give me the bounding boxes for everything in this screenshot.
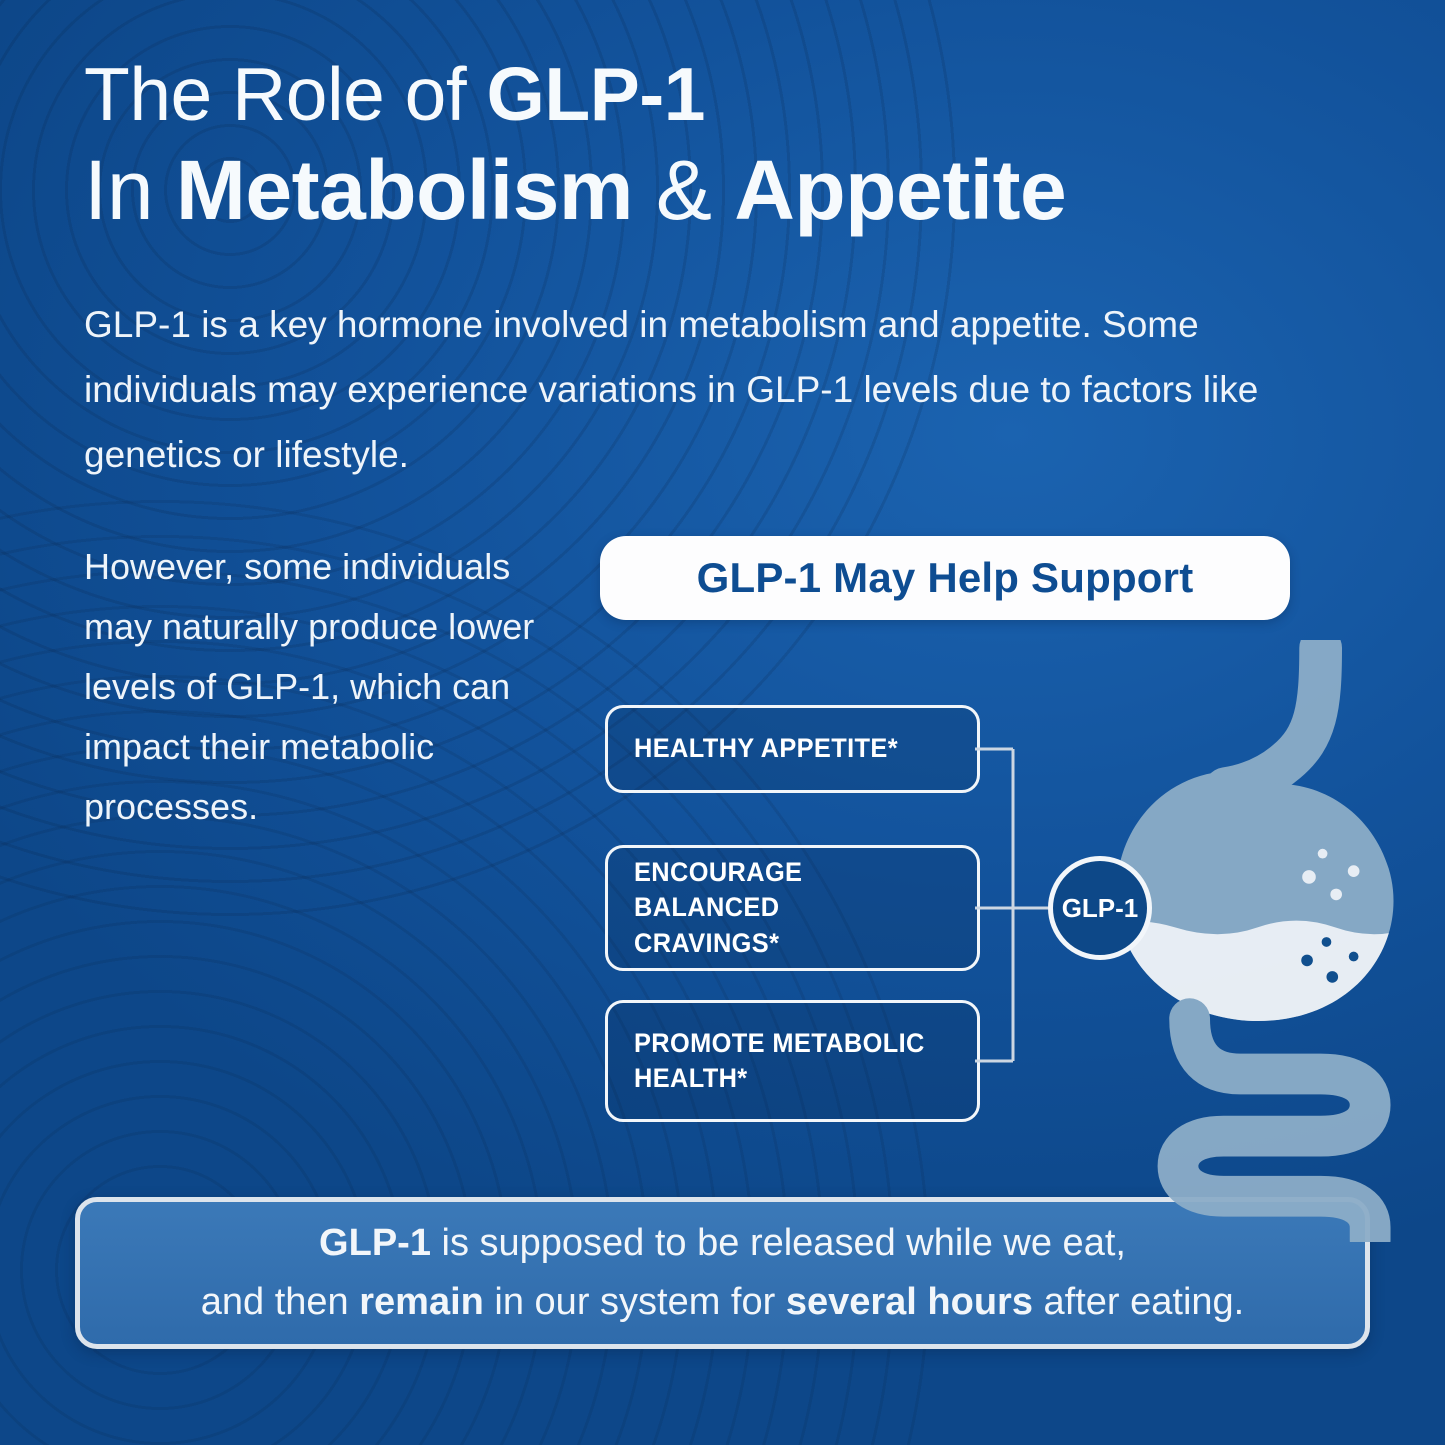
intro-paragraph: GLP-1 is a key hormone involved in metab… [84, 304, 1259, 476]
support-box-healthy-appetite: HEALTHY APPETITE* [605, 705, 980, 793]
support-box-label: ENCOURAGE BALANCED CRAVINGS* [634, 857, 803, 958]
stomach-intestine-icon [1116, 640, 1394, 1242]
support-box-label: HEALTHY APPETITE* [634, 733, 898, 764]
support-header: GLP-1 May Help Support [600, 536, 1290, 620]
glp1-hub-label: GLP-1 [1061, 892, 1139, 923]
support-box-metabolic-health: PROMOTE METABOLIC HEALTH* [605, 1000, 980, 1122]
support-box-label: PROMOTE METABOLIC HEALTH* [634, 1027, 925, 1093]
glp1-hub-badge: GLP-1 [1048, 856, 1152, 960]
footer-line-2: and then remain in our system for severa… [200, 1281, 1245, 1323]
footer-callout: GLP-1 is supposed to be released while w… [75, 1197, 1370, 1349]
support-box-balanced-cravings: ENCOURAGE BALANCED CRAVINGS* [605, 845, 980, 971]
body-paragraph: However, some individuals may naturally … [84, 546, 535, 828]
footer-line-1: GLP-1 is supposed to be released while w… [319, 1222, 1126, 1265]
title-line-2: In Metabolism & Appetite [84, 142, 1067, 237]
title-line-1: The Role of GLP-1 [84, 52, 705, 136]
page-title: The Role of GLP-1 In Metabolism & Appeti… [84, 48, 1067, 238]
